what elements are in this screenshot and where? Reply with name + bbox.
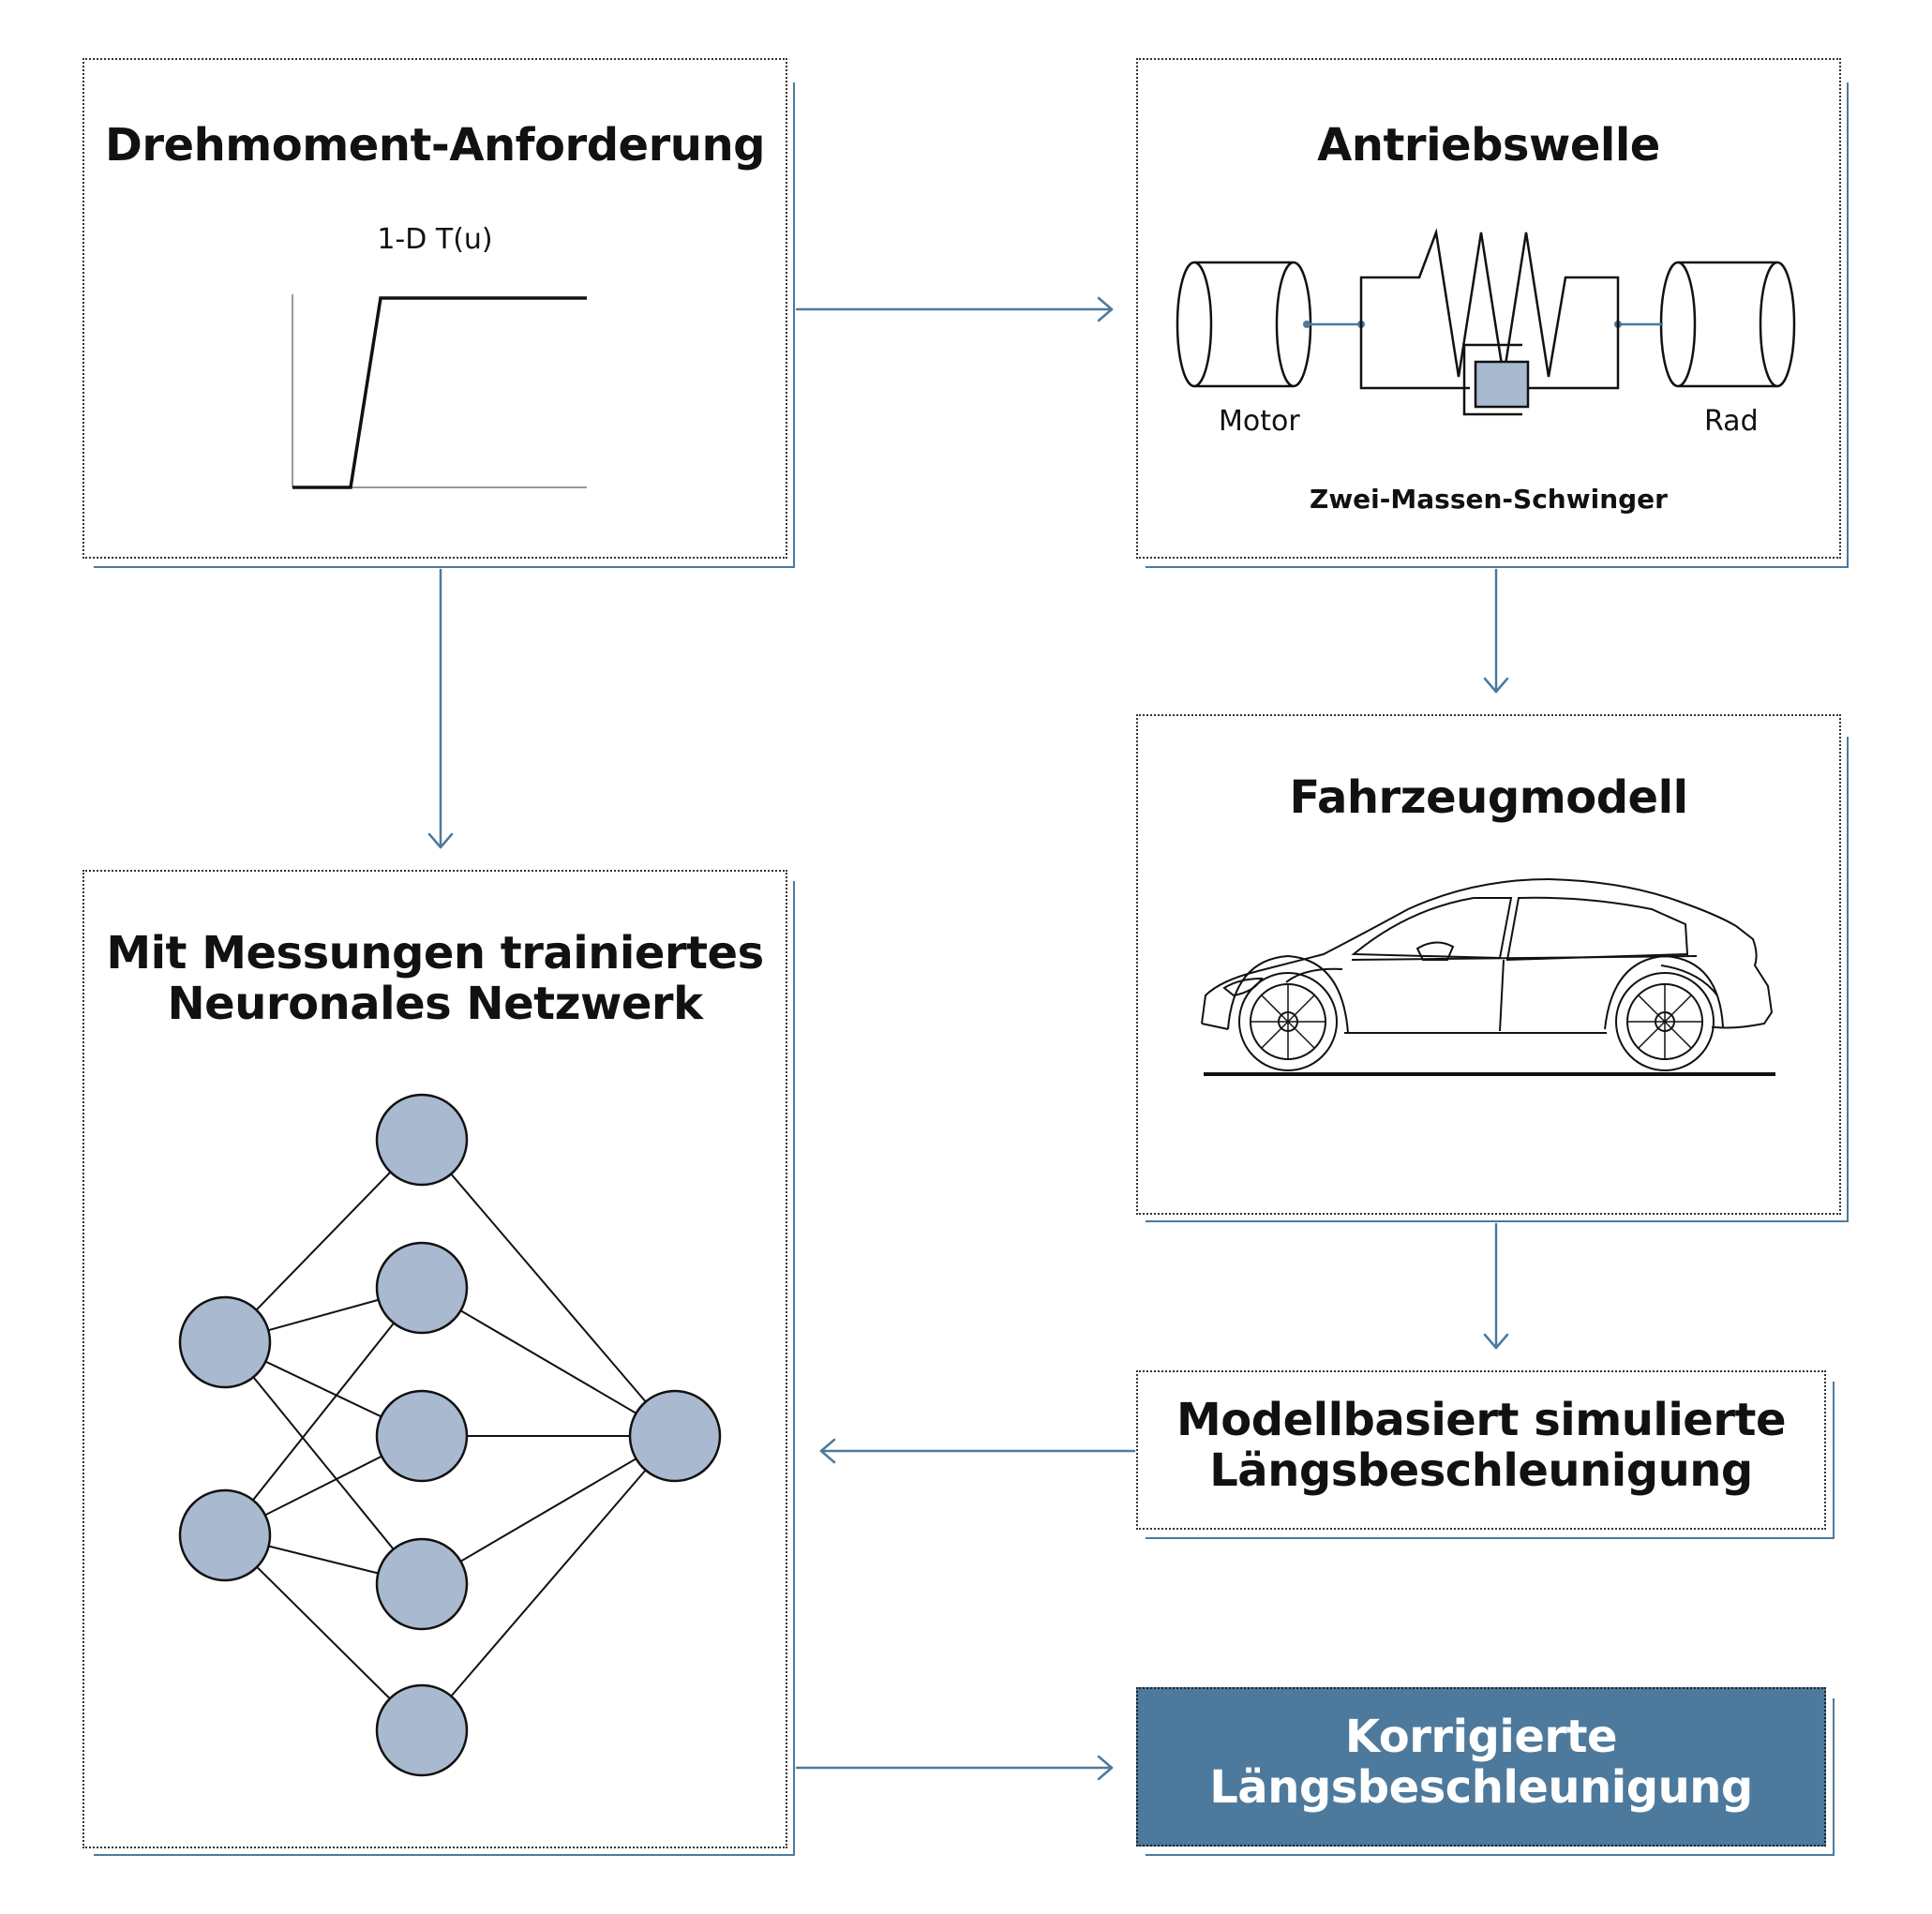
hidden-node-1 (375, 1093, 469, 1187)
driveshaft-box-shadow-right (1847, 82, 1849, 568)
wheel-label: Rad (1704, 405, 1759, 438)
torque-step-curve (292, 296, 587, 489)
neural-box-shadow-right (793, 881, 795, 1856)
neural-network-box: Mit Messungen trainiertes Neuronales Net… (82, 870, 787, 1848)
hidden-node-4 (375, 1537, 469, 1631)
input-node-2 (178, 1488, 272, 1582)
two-mass-caption: Zwei-Massen-Schwinger (1310, 484, 1668, 515)
hidden-node-2 (375, 1241, 469, 1335)
car-side-view-icon (1201, 877, 1775, 1076)
corrected-acceleration-title-line2: Längsbeschleunigung (1209, 1761, 1753, 1814)
hidden-node-3 (375, 1389, 469, 1483)
simulated-acceleration-title-line1: Modellbasiert simulierte (1176, 1394, 1787, 1446)
neural-network-title-line1: Mit Messungen trainiertes (106, 927, 764, 979)
vehicle-box-shadow-right (1847, 737, 1849, 1222)
neural-network-diagram (178, 1093, 722, 1777)
corrected-acceleration-box: Korrigierte Längsbeschleunigung (1136, 1687, 1826, 1847)
torque-curve-label: 1-D T(u) (377, 223, 493, 256)
torque-step-plot (292, 294, 587, 489)
input-node-1 (178, 1295, 272, 1389)
hidden-node-5 (375, 1683, 469, 1777)
simulated-box-shadow-right (1833, 1382, 1835, 1539)
output-node (628, 1389, 722, 1483)
two-mass-oscillator-schematic (1176, 228, 1796, 416)
vehicle-model-title: Fahrzeugmodell (1289, 771, 1688, 824)
arrow-torque-to-neural-network (427, 568, 454, 849)
torque-box-shadow-right (793, 82, 795, 568)
simulated-box-shadow-bottom (1146, 1537, 1835, 1539)
motor-label: Motor (1219, 405, 1300, 438)
arrow-neural-network-to-result (795, 1755, 1114, 1781)
torque-request-box: Drehmoment-Anforderung 1-D T(u) (82, 58, 787, 559)
arrow-driveshaft-to-vehicle (1483, 568, 1509, 694)
vehicle-model-box: Fahrzeugmodell (1136, 714, 1841, 1215)
damper-icon (1359, 324, 1620, 416)
spring-icon (1359, 228, 1620, 378)
result-box-shadow-right (1833, 1698, 1835, 1856)
vehicle-box-shadow-bottom (1146, 1220, 1849, 1222)
neural-box-shadow-bottom (94, 1854, 795, 1856)
simulated-acceleration-title-line2: Längsbeschleunigung (1209, 1444, 1753, 1497)
corrected-acceleration-title-line1: Korrigierte (1344, 1711, 1618, 1763)
driveshaft-box-shadow-bottom (1146, 566, 1849, 568)
wheel-mass-icon (1659, 261, 1796, 388)
torque-box-shadow-bottom (94, 566, 795, 568)
arrow-torque-to-driveshaft (795, 296, 1114, 322)
neural-network-title-line2: Neuronales Netzwerk (167, 978, 704, 1030)
simulated-acceleration-box: Modellbasiert simulierte Längsbeschleuni… (1136, 1370, 1826, 1530)
torque-request-title: Drehmoment-Anforderung (105, 119, 765, 172)
result-box-shadow-bottom (1146, 1854, 1835, 1856)
motor-mass-icon (1176, 261, 1312, 388)
arrow-simulated-to-neural-network (819, 1438, 1136, 1464)
arrow-vehicle-to-simulated (1483, 1222, 1509, 1350)
driveshaft-title: Antriebswelle (1317, 119, 1660, 172)
driveshaft-box: Antriebswelle Motor Rad Zw (1136, 58, 1841, 559)
